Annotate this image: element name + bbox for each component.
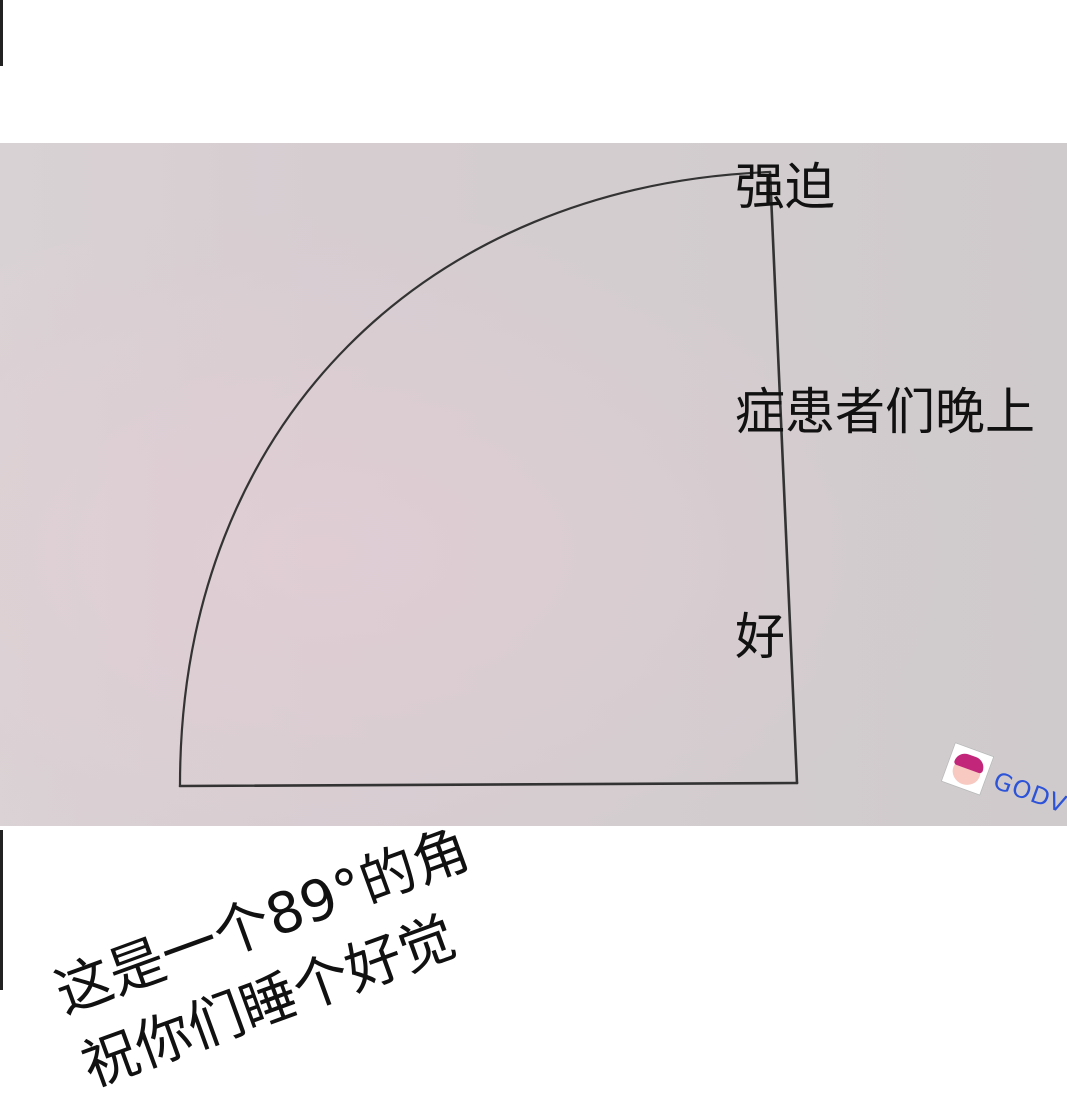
top-caption: 强迫 症患者们晚上 好: [735, 0, 1035, 750]
left-edge-line-top: [0, 0, 3, 66]
sector-right-edge: [768, 170, 799, 785]
top-caption-line-2: 症患者们晚上: [735, 383, 1035, 441]
top-caption-line-3: 好: [735, 608, 785, 666]
top-caption-line-1: 强迫: [735, 158, 835, 216]
paper-photo: [0, 143, 1067, 826]
paper-light-glow: [0, 143, 1067, 826]
sector-arc: [178, 170, 772, 787]
left-edge-line-bottom: [0, 830, 3, 990]
sector-base-edge: [178, 781, 799, 788]
sector-drawing: [178, 170, 799, 788]
